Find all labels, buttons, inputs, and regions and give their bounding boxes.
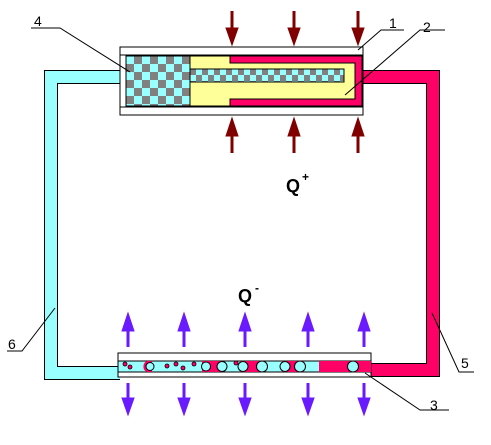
leader-lines xyxy=(7,27,474,411)
sorbent-chamber-2 xyxy=(189,55,363,107)
svg-text:+: + xyxy=(302,170,309,184)
arrow-up-icon xyxy=(287,116,301,153)
arrow-down-icon xyxy=(177,383,191,417)
arrow-up-icon xyxy=(357,311,371,347)
arrow-down-icon xyxy=(225,11,239,47)
arrow-up-icon xyxy=(351,116,365,153)
arrow-up-icon xyxy=(238,311,252,347)
arrow-down-icon xyxy=(357,383,371,417)
arrow-down-icon xyxy=(287,11,301,47)
label-5: 5 xyxy=(461,355,469,371)
arrow-down-icon xyxy=(238,383,252,417)
svg-text:Q: Q xyxy=(238,286,252,306)
heat-out-arrows-top xyxy=(121,311,371,347)
label-6: 6 xyxy=(8,336,16,352)
hot-pipe-5 xyxy=(363,70,440,377)
arrow-up-icon xyxy=(301,311,315,347)
heat-input-label: Q + xyxy=(286,170,309,196)
evaporator-tube-3 xyxy=(117,352,372,378)
label-4: 4 xyxy=(34,13,42,29)
arrow-down-icon xyxy=(301,383,315,417)
label-1: 1 xyxy=(389,15,397,31)
label-3: 3 xyxy=(430,397,438,413)
heat-out-arrows-bottom xyxy=(121,383,371,417)
arrow-down-icon xyxy=(351,11,365,47)
arrow-up-icon xyxy=(121,311,135,347)
cold-pipe-6 xyxy=(44,70,120,380)
porous-wick-4 xyxy=(125,55,191,107)
heat-in-arrows-top xyxy=(225,11,365,47)
label-2: 2 xyxy=(423,19,431,35)
svg-text:-: - xyxy=(255,281,259,295)
arrow-up-icon xyxy=(225,116,239,153)
heat-in-arrows-bottom xyxy=(225,116,365,153)
heat-output-label: Q - xyxy=(238,281,259,306)
arrow-down-icon xyxy=(121,383,135,417)
arrow-up-icon xyxy=(177,311,191,347)
two-phase-flow xyxy=(122,360,371,373)
svg-text:Q: Q xyxy=(286,176,300,196)
